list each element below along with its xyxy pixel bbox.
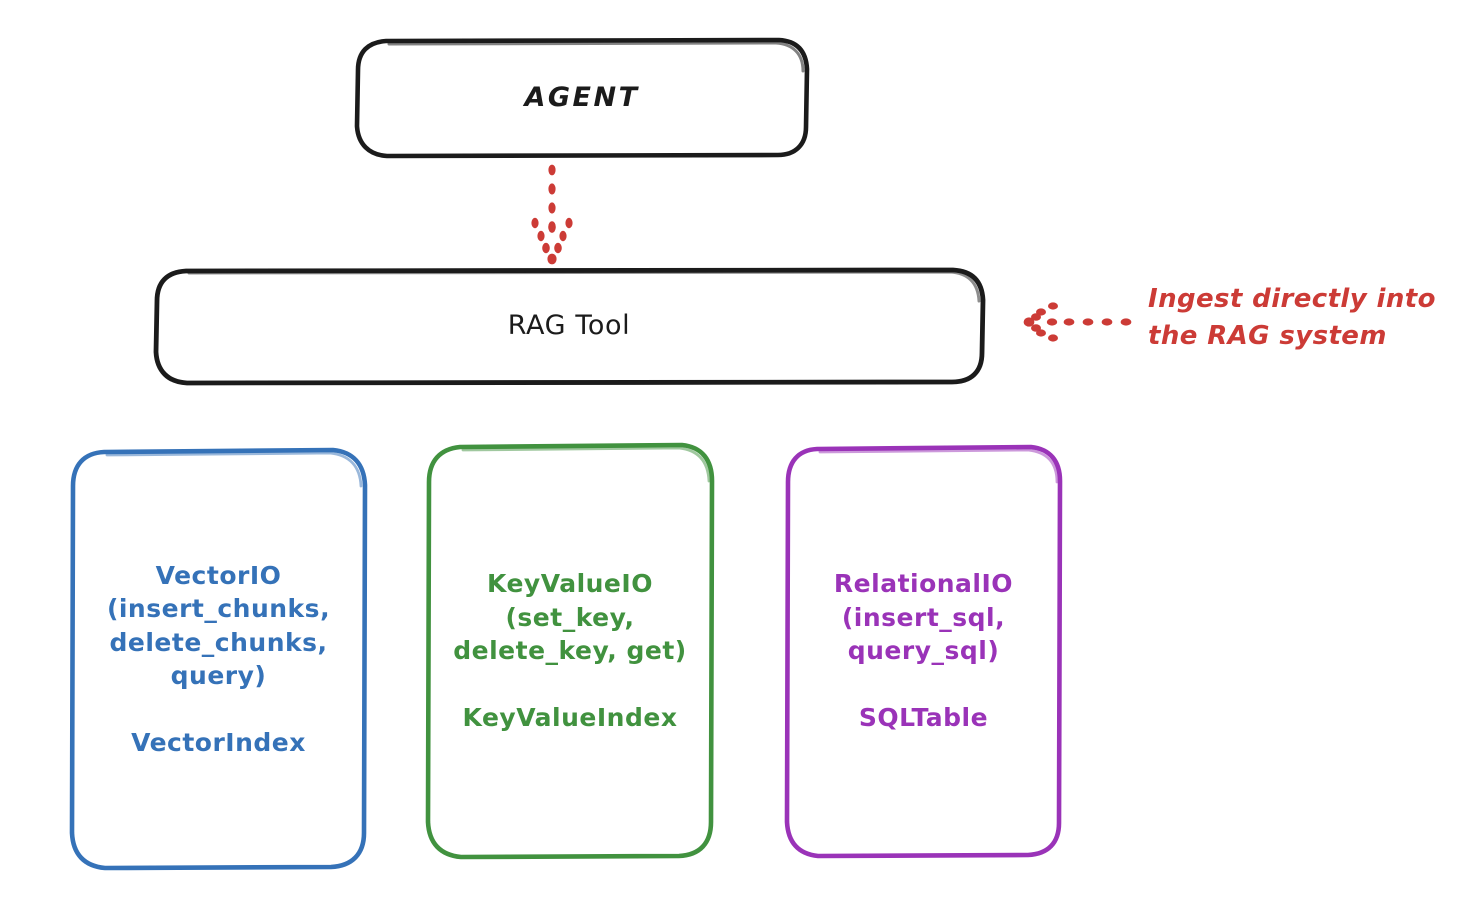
annotation-ingest-note: Ingest directly into the RAG system bbox=[1148, 284, 1436, 351]
node-rag-tool-shape[interactable] bbox=[153, 267, 986, 386]
connector-agent-to-rag-tool bbox=[531, 164, 573, 265]
connector-ingest-to-rag-tool bbox=[1023, 302, 1132, 342]
node-keyvalue-io-shape[interactable] bbox=[425, 442, 715, 860]
node-relational-io-shape[interactable] bbox=[784, 444, 1063, 859]
node-agent-shape[interactable] bbox=[354, 37, 810, 159]
node-vector-io-shape[interactable] bbox=[69, 447, 368, 871]
